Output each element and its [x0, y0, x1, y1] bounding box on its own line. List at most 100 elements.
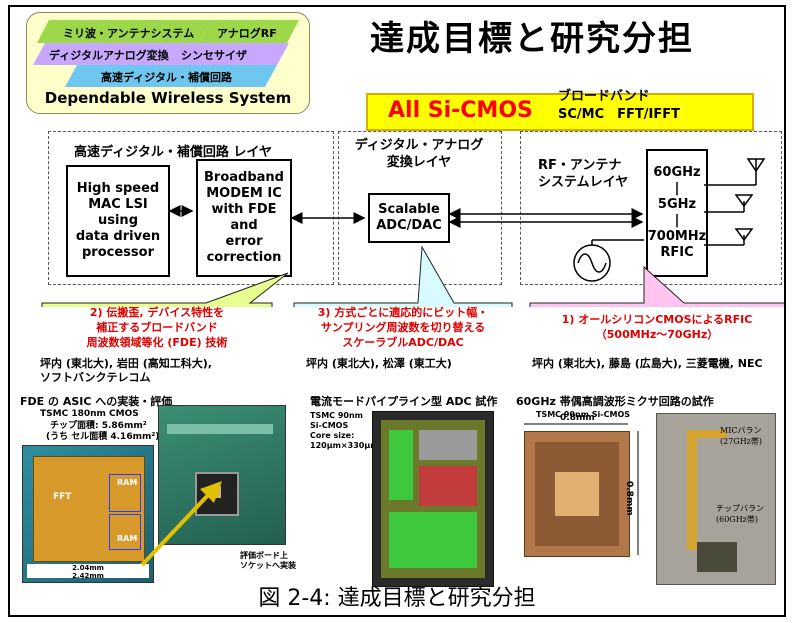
balun-trace: [687, 430, 697, 550]
balun-mic-line: MICバラン: [720, 426, 762, 435]
fde-dim-outer: 2.42mm: [72, 572, 104, 580]
mac-line: using: [97, 213, 138, 228]
balun-chip-label: チップバラン (60GHz帯): [716, 503, 764, 525]
callout-rfic: 1) オールシリコンCMOSによるRFIC （500MHz～70GHz）: [530, 312, 784, 342]
badge-layer-dac: ディジタルアナログ変換: [49, 49, 169, 62]
callout-adc: 3) 方式ごとに適応的にビット幅・ サンプリング周波数を切り替える スケーラブル…: [294, 305, 512, 350]
balun-chip-line: (60GHz帯): [716, 515, 759, 524]
page-title: 達成目標と研究分担: [370, 19, 694, 59]
fde-label-ram: RAM: [117, 478, 138, 487]
adc-process: TSMC 90nm Si-CMOS Core size: 120μm×330μm: [310, 411, 379, 451]
balun-trace: [687, 430, 727, 438]
layer-stack-graphic: [33, 20, 299, 87]
fde-dim-inner: 2.04mm: [72, 564, 104, 572]
digital-layer-title: 高速ディジタル・補償回路 レイヤ: [74, 145, 272, 160]
slide: ミリ波・アンテナシステム アナログRF ディジタルアナログ変換 シンセサイザ 高…: [8, 5, 786, 617]
fde-board-photo: [158, 405, 286, 545]
adc-photo-caption: 電流モードパイプライン型 ADC 試作: [310, 395, 498, 408]
modem-line: MODEM IC: [206, 186, 282, 201]
board-note: 評価ボード上 ソケットへ実装: [240, 551, 296, 571]
credit-rfic: 坪内 (東北大), 藤島 (広島大), 三菱電機, NEC: [532, 357, 763, 370]
mixer-process: TSMC 90nm Si-CMOS: [536, 410, 631, 419]
banner-side-items: SC/MC FFT/IFFT: [558, 107, 680, 122]
digital-layer-frame: [48, 131, 334, 285]
board-note-line: 評価ボード上: [240, 551, 288, 560]
fde-label-fft: FFT: [53, 492, 72, 502]
adc-process-line: Core size:: [310, 431, 355, 440]
balun-photo: [656, 413, 776, 585]
badge-layer-analog-rf: アナログRF: [217, 27, 277, 40]
adc-die-block: [389, 430, 413, 500]
board-note-line: ソケットへ実装: [240, 561, 296, 570]
credit-fde-line: ソフトバンクテレコム: [40, 371, 151, 384]
mac-lsi-block: High speed MAC LSI using data driven pro…: [66, 165, 170, 277]
modem-line: correction: [206, 250, 282, 265]
badge-layer-synth: シンセサイザ: [181, 49, 247, 62]
mac-line: processor: [82, 245, 154, 260]
converter-layer-title: ディジタル・アナログ 変換レイヤ: [346, 137, 492, 171]
adc-process-line: 120μm×330μm: [310, 441, 379, 450]
credit-adc: 坪内 (東北大), 松澤 (東工大): [306, 357, 452, 370]
badge-layer-digital: 高速ディジタル・補償回路: [101, 71, 233, 84]
mixer-die-block: [555, 472, 599, 516]
modem-line: error: [225, 234, 263, 249]
callout-adc-line: サンプリング周波数を切り替える: [320, 321, 486, 334]
mixer-die-photo: [524, 431, 630, 557]
badge-caption: Dependable Wireless System: [44, 89, 292, 107]
mixer-dim-lines: [524, 423, 639, 555]
modem-line: and: [230, 218, 258, 233]
modem-ic-block: Broadband MODEM IC with FDE and error co…: [196, 159, 292, 277]
mixer-photo-caption: 60GHz 帯偶高調波形ミクサ回路の試作: [516, 395, 714, 408]
balun-chip: [697, 542, 737, 572]
balun-mic-line: (27GHz帯): [720, 437, 763, 446]
fde-ram-block: [109, 514, 141, 550]
banner-side-title: ブロードバンド: [558, 89, 650, 104]
adc-die-photo: [372, 411, 494, 587]
fde-ram-block: [109, 474, 141, 512]
callout-fde-line: 補正するブロードバンド: [96, 321, 218, 334]
fde-photo-caption: FDE の ASIC への実装・評価: [20, 395, 173, 408]
adc-die-block: [389, 512, 477, 568]
callout-fde-line: 周波数領域等化 (FDE) 技術: [86, 336, 228, 349]
mixer-dim-horizontal: 0.8mm: [560, 413, 595, 423]
rfic-line: 700MHz: [647, 229, 707, 244]
fde-chip-photo: FFT RAM RAM 2.04mm 2.42mm: [22, 445, 154, 583]
rfic-line: 5GHz: [657, 197, 697, 212]
adc-die-block: [419, 430, 477, 460]
adc-process-line: TSMC 90nm: [310, 411, 363, 420]
credit-fde-line: 坪内 (東北大), 岩田 (高知工科大),: [40, 357, 212, 370]
all-si-cmos-banner: All Si-CMOS ブロードバンド SC/MC FFT/IFFT: [366, 89, 754, 131]
converter-layer-title-line1: ディジタル・アナログ: [354, 138, 484, 153]
rf-layer-title-line2: システムレイヤ: [538, 175, 629, 190]
adc-die-block: [419, 466, 477, 506]
rf-layer-title: RF・アンテナ システムレイヤ: [538, 157, 628, 191]
callout-fde-line: 2) 伝搬歪, デバイス特性を: [89, 306, 225, 319]
callout-rfic-line: （500MHz～70GHz）: [595, 328, 719, 341]
balun-mic-label: MICバラン (27GHz帯): [720, 425, 762, 447]
mac-line: MAC LSI: [88, 197, 148, 212]
figure-caption: 図 2-4: 達成目標と研究分担: [258, 586, 536, 611]
fde-process: TSMC 180nm CMOS: [40, 409, 139, 419]
balun-chip-line: チップバラン: [716, 504, 764, 513]
system-badge: ミリ波・アンテナシステム アナログRF ディジタルアナログ変換 シンセサイザ 高…: [26, 12, 310, 114]
signal-connectors: [41, 158, 784, 307]
callout-fde: 2) 伝搬歪, デバイス特性を 補正するブロードバンド 周波数領域等化 (FDE…: [42, 305, 272, 350]
rfic-line: |: [674, 213, 680, 228]
board-header-strip: [167, 424, 273, 434]
modem-line: Broadband: [204, 170, 284, 185]
converter-layer-title-line2: 変換レイヤ: [386, 155, 452, 170]
callout-rfic-line: 1) オールシリコンCMOSによるRFIC: [561, 313, 753, 326]
fde-core-area: [33, 456, 145, 562]
adc-process-line: Si-CMOS: [310, 421, 349, 430]
mixer-dim-vertical: 0.8mm: [624, 481, 634, 516]
modem-line: with FDE: [211, 202, 277, 217]
callout-adc-line: スケーラブルADC/DAC: [342, 336, 464, 349]
banner-main: All Si-CMOS: [388, 98, 533, 123]
adc-line: Scalable: [378, 202, 440, 217]
fde-area: チップ面積: 5.86mm²: [50, 421, 147, 431]
mac-line: High speed: [76, 181, 160, 196]
rf-layer-title-line1: RF・アンテナ: [538, 158, 622, 173]
adc-line: ADC/DAC: [376, 218, 442, 233]
rfic-line: 60GHz: [653, 165, 701, 180]
rfic-line: |: [674, 181, 680, 196]
